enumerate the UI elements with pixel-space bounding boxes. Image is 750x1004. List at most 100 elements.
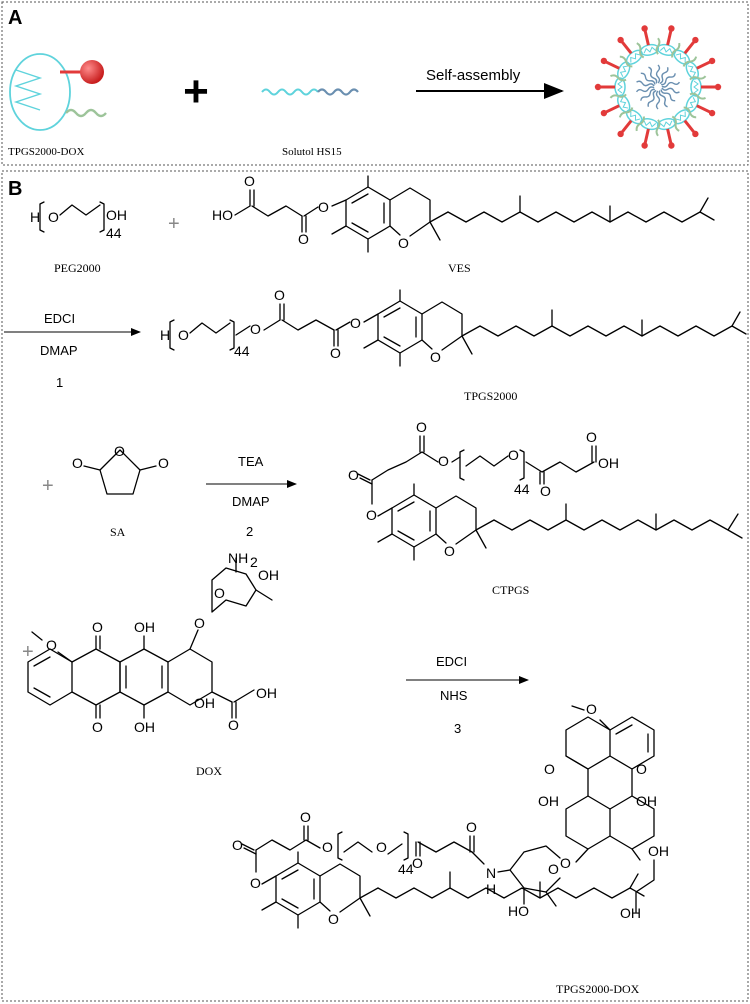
self-assembly-label: Self-assembly [426, 67, 521, 84]
svg-text:O: O [466, 819, 477, 835]
svg-text:O: O [398, 235, 409, 251]
svg-text:O: O [330, 345, 341, 361]
micelle-core-chain [671, 42, 681, 58]
svg-text:OH: OH [598, 455, 619, 471]
svg-text:O: O [444, 543, 455, 559]
tpgs-dox-caption: TPGS2000-DOX [8, 146, 84, 158]
micelle-core-chain [671, 115, 680, 132]
micelle-core-chain [609, 93, 627, 99]
micelle-unit [682, 49, 721, 83]
sa-structure: O O O [72, 443, 169, 495]
svg-text:O: O [548, 861, 559, 877]
svg-text:O: O [72, 455, 83, 471]
svg-text:O: O [430, 349, 441, 365]
micelle-core-chain [618, 107, 634, 118]
step2-reagent-bottom: DMAP [232, 494, 270, 509]
svg-text:O: O [586, 429, 597, 445]
plus-sign-b3: + [22, 641, 34, 663]
micelle-core-chain [655, 119, 661, 137]
svg-text:O: O [348, 467, 359, 483]
svg-text:H: H [486, 881, 496, 897]
svg-text:O: O [228, 717, 239, 733]
svg-text:O: O [274, 287, 285, 303]
micelle-core-chain [636, 42, 645, 59]
plus-sign-b2: + [42, 475, 54, 497]
tpgs-dox-product-label: TPGS2000-DOX [556, 982, 640, 996]
panel-b-label: B [8, 178, 22, 200]
svg-text:O: O [298, 231, 309, 247]
plus-sign-b1: + [168, 213, 180, 235]
svg-text:OH: OH [134, 719, 155, 735]
svg-text:HO: HO [508, 903, 529, 919]
svg-text:OH: OH [194, 695, 215, 711]
svg-text:OH: OH [620, 905, 641, 921]
svg-text:O: O [412, 855, 423, 871]
sa-label: SA [110, 525, 126, 539]
peg2000-label: PEG2000 [54, 261, 101, 275]
step1-reagent-bottom: DMAP [40, 343, 78, 358]
micelle-unit [655, 21, 683, 59]
ctpgs-label: CTPGS [492, 583, 529, 597]
svg-text:O: O [158, 455, 169, 471]
micelle-core-chain [655, 37, 661, 55]
svg-text:O: O [194, 615, 205, 631]
svg-text:O: O [438, 453, 449, 469]
micelle-core-chain [689, 92, 706, 100]
svg-text:O: O [366, 507, 377, 523]
svg-text:44: 44 [106, 225, 122, 241]
ves-label: VES [448, 261, 471, 275]
svg-text:HO: HO [212, 207, 233, 223]
micelle-core-chain [619, 55, 633, 68]
solutol-cartoon [261, 88, 359, 96]
step2-number: 2 [246, 524, 253, 539]
svg-text:O: O [560, 855, 571, 871]
micelle-core-chain [635, 116, 645, 132]
svg-text:O: O [244, 173, 255, 189]
tpgs2000-structure: H O 44 O O O O O [160, 287, 747, 367]
svg-text:O: O [540, 483, 551, 499]
svg-text:OH: OH [636, 793, 657, 809]
svg-text:O: O [586, 701, 597, 717]
svg-text:O: O [416, 419, 427, 435]
dox-structure: O O O OH OH O O NH 2 OH OH O OH [27, 550, 279, 735]
tpgs-dox-cartoon [9, 53, 107, 131]
micelle-cartoon [593, 21, 723, 153]
svg-text:NH: NH [228, 550, 248, 566]
svg-text:O: O [114, 443, 125, 459]
svg-text:O: O [46, 637, 57, 653]
micelle-unit [633, 115, 661, 153]
svg-text:O: O [544, 761, 555, 777]
peg2000-structure: H O OH 44 [30, 201, 127, 241]
step1-reagent-top: EDCI [44, 311, 75, 326]
panel-a-label: A [8, 7, 22, 29]
svg-text:44: 44 [514, 481, 530, 497]
micelle-core-chain [610, 74, 627, 82]
svg-text:O: O [250, 875, 261, 891]
step3-reagent-bottom: NHS [440, 688, 468, 703]
svg-text:OH: OH [256, 685, 277, 701]
tpgs-dox-structure: O O O OH OH OH OH O O HO N H O O 44 O [232, 701, 669, 929]
svg-text:O: O [322, 839, 333, 855]
step1-number: 1 [56, 375, 63, 390]
ctpgs-structure: O O O 44 O O OH O O O [348, 419, 743, 561]
svg-text:O: O [636, 761, 647, 777]
dox-label: DOX [196, 764, 222, 778]
panel-b-frame [1, 170, 749, 1002]
svg-text:O: O [214, 585, 225, 601]
svg-text:O: O [92, 619, 103, 635]
svg-text:OH: OH [538, 793, 559, 809]
solutol-caption: Solutol HS15 [282, 146, 342, 158]
svg-text:O: O [178, 327, 189, 343]
micelle-unit [595, 91, 634, 125]
ves-structure: HO O O O O [212, 173, 715, 253]
step3-number: 3 [454, 721, 461, 736]
svg-text:OH: OH [106, 207, 127, 223]
svg-text:O: O [508, 447, 519, 463]
svg-text:O: O [318, 199, 329, 215]
micelle-core-chain [682, 56, 698, 67]
step2-reagent-top: TEA [238, 454, 264, 469]
svg-text:O: O [92, 719, 103, 735]
svg-text:O: O [328, 911, 339, 927]
svg-text:44: 44 [234, 343, 250, 359]
